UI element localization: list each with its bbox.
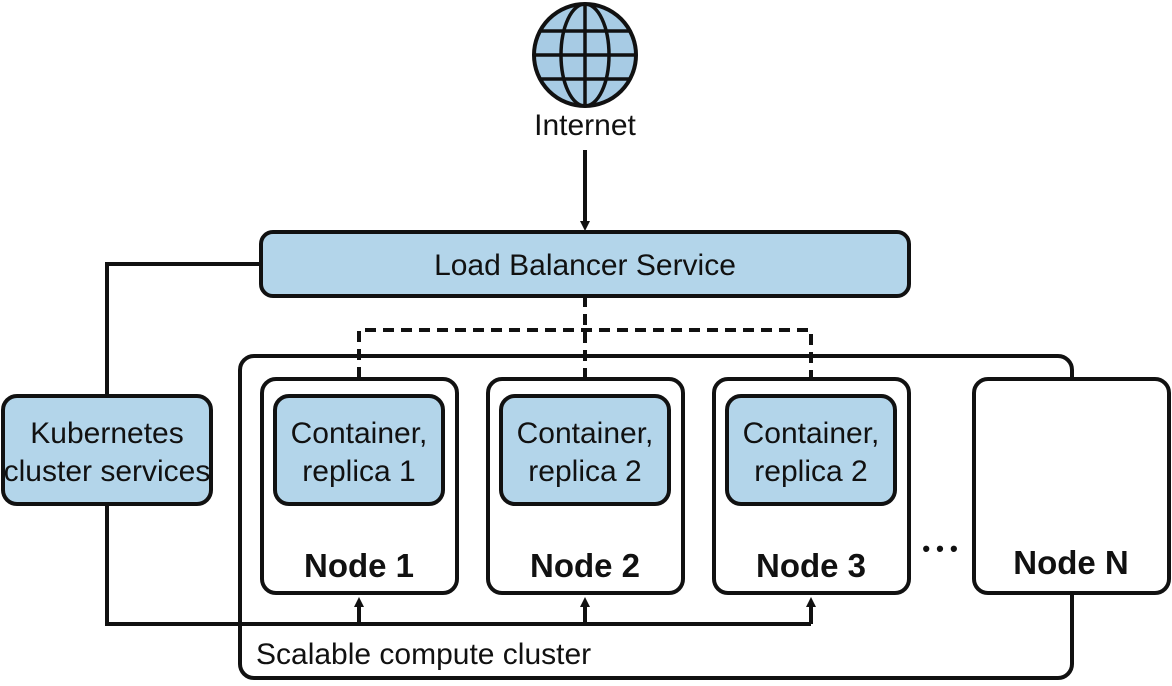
container-3-line1: Container,	[743, 417, 880, 450]
node-2: Container, replica 2 Node 2	[486, 377, 685, 595]
lb-dashed-links	[357, 296, 813, 396]
node-2-label: Node 2	[530, 547, 640, 584]
k8s-services-line2: cluster services	[4, 455, 211, 488]
container-1-line1: Container,	[291, 417, 428, 450]
cluster-label: Scalable compute cluster	[256, 638, 591, 671]
ellipsis: • • •	[922, 536, 957, 561]
node-3: Container, replica 2 Node 3	[712, 377, 911, 595]
load-balancer-label: Load Balancer Service	[434, 249, 736, 282]
container-1-line2: replica 1	[302, 455, 415, 488]
container-2-line2: replica 2	[528, 455, 641, 488]
k8s-services-line1: Kubernetes	[30, 417, 183, 450]
node-1: Container, replica 1 Node 1	[260, 377, 459, 595]
services-to-nodes-lines	[105, 504, 816, 626]
globe-icon	[532, 2, 638, 108]
container-2-line1: Container,	[517, 417, 654, 450]
node-3-label: Node 3	[756, 547, 866, 584]
node-n-label: Node N	[1013, 544, 1129, 581]
node-1-label: Node 1	[304, 547, 414, 584]
container-3-line2: replica 2	[754, 455, 867, 488]
internet-label: Internet	[534, 109, 636, 142]
node-n: Node N	[972, 377, 1171, 595]
lb-to-services-line	[105, 262, 261, 396]
